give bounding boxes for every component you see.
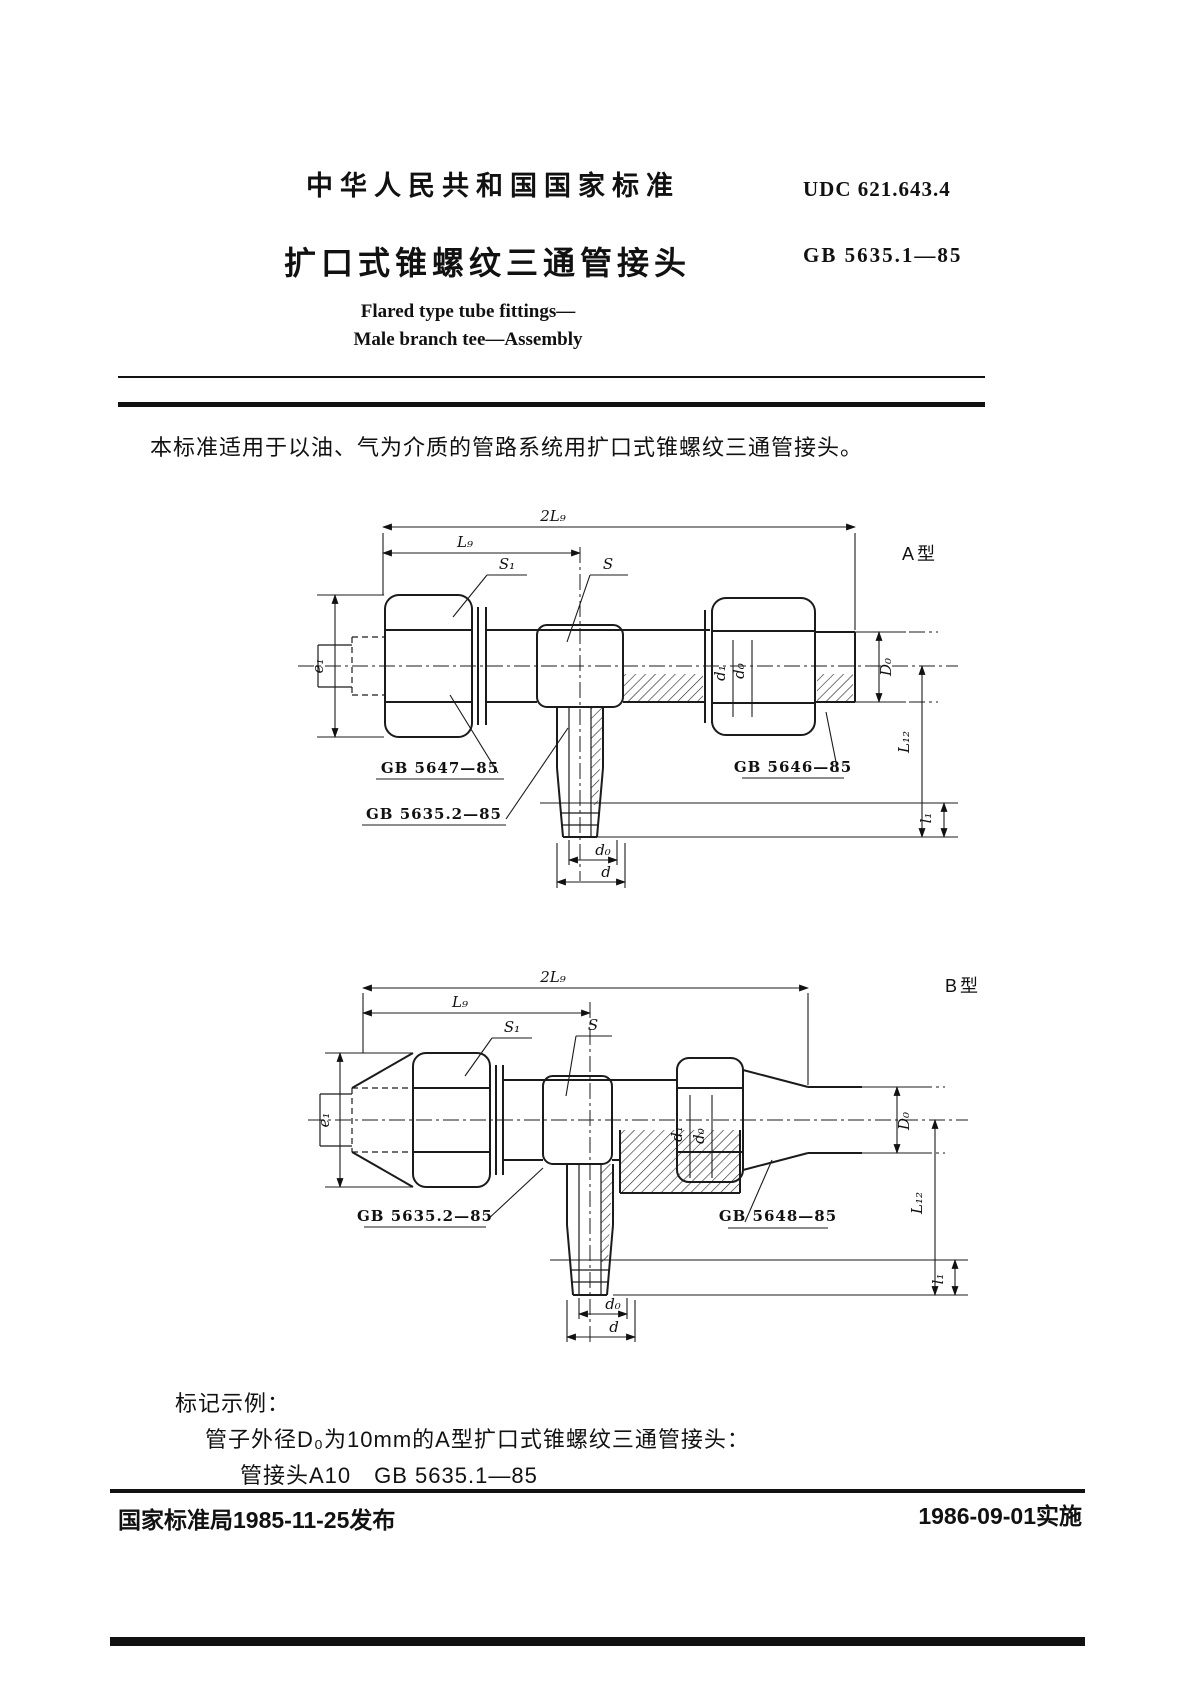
dim-b-d0-vertical: d₀ [690, 1128, 708, 1144]
dim-b-d0-bottom: d₀ [605, 1295, 621, 1313]
diagram-b-dimensions [325, 984, 968, 1342]
diagram-b-section-hatching [601, 1130, 740, 1262]
diagram-b-part-outline [319, 1052, 945, 1296]
diagram-a-centerlines [298, 547, 958, 881]
dim-a-l12: L₁₂ [895, 731, 913, 754]
ref-a-body: GB 5635.2—85 [366, 805, 502, 823]
footer-issued-date: 国家标准局1985-11-25发布 [118, 1507, 396, 1533]
dim-b-big-d0: D₀ [895, 1112, 913, 1131]
ref-b-connector: GB 5648—85 [719, 1207, 837, 1225]
footer-rule [110, 1489, 1085, 1493]
dim-b-e1: e₁ [315, 1113, 333, 1128]
dim-b-s: S [588, 1016, 598, 1034]
standard-org-title: 中华人民共和国国家标准 [306, 171, 680, 201]
diagram-a-section-hatching [591, 674, 853, 805]
dim-a-d0-vertical: d₀ [730, 663, 748, 679]
marking-example-description: 管子外径D₀为10mm的A型扩口式锥螺纹三通管接头： [205, 1427, 750, 1452]
marking-example-code: 管接头A10 GB 5635.1—85 [240, 1463, 538, 1488]
dim-b-2l9: 2L₉ [539, 968, 566, 986]
dim-a-2l9: 2L₉ [539, 507, 566, 525]
header-rule-thick [118, 402, 985, 407]
diagram-a-part-outline [317, 594, 938, 838]
dim-a-d: d [601, 863, 611, 881]
document-title-en-line1: Flared type tube fittings— [360, 301, 576, 322]
dim-b-s1: S₁ [504, 1018, 520, 1036]
ref-a-nut: GB 5647—85 [381, 759, 499, 777]
standard-code: GB 5635.1—85 [803, 243, 963, 267]
dim-a-e1: e₁ [309, 659, 327, 674]
footer-implemented-date: 1986-09-01实施 [918, 1503, 1082, 1529]
diagram-a-assembly-drawing: 2L₉ L₉ S₁ S e₁ d₁ d₀ D₀ L₁₂ l₁ d₀ d GB 5… [298, 507, 958, 888]
ref-a-connector: GB 5646—85 [734, 758, 852, 776]
diagram-a-dimensions [317, 523, 958, 888]
dim-a-d0-bottom: d₀ [595, 841, 611, 859]
header-rule-thin [118, 376, 985, 378]
udc-number: UDC 621.643.4 [803, 177, 951, 201]
diagram-a-type-label: A型 [902, 544, 938, 564]
dim-a-l9: L₉ [456, 533, 473, 551]
dim-a-l1: l₁ [917, 813, 935, 824]
dim-b-l1: l₁ [929, 1274, 947, 1285]
diagram-b-type-label: B型 [945, 976, 981, 996]
dim-a-big-d0: D₀ [877, 658, 895, 677]
dim-a-s1: S₁ [499, 555, 515, 573]
marking-example-heading: 标记示例： [175, 1391, 291, 1416]
ref-b-body: GB 5635.2—85 [357, 1207, 493, 1225]
dim-b-d1: d₁ [668, 1126, 686, 1142]
diagram-b-assembly-drawing: 2L₉ L₉ S₁ S e₁ d₁ d₀ D₀ L₁₂ l₁ d₀ d GB 5… [308, 968, 981, 1345]
dim-b-l9: L₉ [451, 993, 468, 1011]
page-bottom-bar [110, 1637, 1085, 1646]
diagram-b-centerlines [308, 1002, 968, 1345]
dim-b-l12: L₁₂ [908, 1192, 926, 1215]
document-title-en-line2: Male branch tee—Assembly [353, 329, 583, 350]
document-title-zh: 扩口式锥螺纹三通管接头 [284, 245, 692, 281]
dim-a-s: S [603, 555, 613, 573]
dim-b-d: d [609, 1318, 619, 1336]
dim-a-d1: d₁ [711, 665, 729, 681]
scope-statement: 本标准适用于以油、气为介质的管路系统用扩口式锥螺纹三通管接头。 [150, 435, 864, 460]
